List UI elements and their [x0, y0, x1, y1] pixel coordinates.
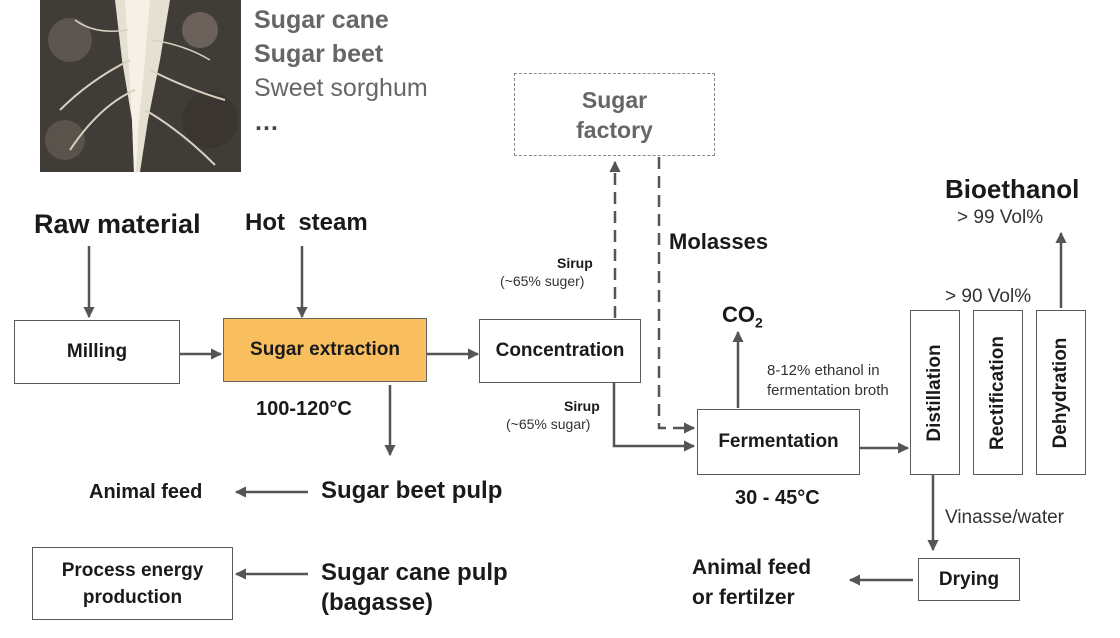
- molasses-label: Molasses: [669, 229, 769, 254]
- distillation-label: Distillation: [924, 343, 945, 442]
- sirup-bottom-label: Sirup: [564, 398, 600, 414]
- bagasse-label: (bagasse): [321, 589, 434, 616]
- crop-sweet-sorghum: Sweet sorghum: [254, 74, 428, 102]
- crop-ellipsis: …: [254, 108, 279, 136]
- fermentation-label: Fermentation: [718, 431, 839, 452]
- dehydration-label: Dehydration: [1050, 337, 1071, 448]
- sirup-bottom-detail: (~65% sugar): [506, 416, 591, 432]
- sugar-factory-line1: Sugar: [581, 86, 648, 113]
- sugar-factory-line2: factory: [576, 116, 653, 143]
- vinasse-label: Vinasse/water: [945, 507, 1064, 528]
- sugar-beet-pulp-label: Sugar beet pulp: [321, 477, 503, 504]
- hot-steam-label: Hot steam: [245, 209, 368, 236]
- dehydration-box: Dehydration: [1036, 310, 1086, 475]
- process-energy-box: Process energy production: [32, 547, 233, 620]
- process-energy-line1: Process energy: [61, 559, 204, 581]
- milling-label: Milling: [66, 341, 128, 362]
- crop-sugar-cane: Sugar cane: [254, 6, 389, 34]
- drying-box: Drying: [918, 558, 1020, 601]
- rectification-label: Rectification: [987, 335, 1008, 450]
- co2-subscript: 2: [755, 314, 763, 331]
- arrow-molasses-to-fermentation: [657, 157, 696, 434]
- concentration-label: Concentration: [495, 340, 625, 361]
- sugar-factory-box: Sugar factory: [514, 73, 715, 156]
- ethanol-broth-line1: 8-12% ethanol in: [767, 362, 880, 379]
- co2-text: CO: [722, 302, 755, 327]
- co2-label: CO2: [722, 302, 763, 330]
- sugar-beet-photo: [40, 0, 241, 172]
- animal-feed-label: Animal feed: [89, 481, 203, 503]
- bioethanol-label: Bioethanol: [945, 174, 1080, 204]
- fermentation-temperature: 30 - 45°C: [735, 487, 820, 509]
- sugar-extraction-label: Sugar extraction: [250, 339, 400, 360]
- sugar-cane-pulp-label: Sugar cane pulp: [321, 559, 508, 586]
- ethanol-broth-line2: fermentation broth: [767, 382, 889, 399]
- concentration-box: Concentration: [479, 319, 641, 383]
- crop-sugar-beet: Sugar beet: [254, 40, 384, 68]
- milling-box: Milling: [14, 320, 180, 384]
- sirup-top-label: Sirup: [557, 255, 593, 271]
- sugar-extraction-box: Sugar extraction: [223, 318, 427, 382]
- sirup-top-detail: (~65% suger): [500, 273, 585, 289]
- raw-material-label: Raw material: [34, 209, 201, 239]
- extraction-temperature: 100-120°C: [256, 398, 352, 420]
- distillation-box: Distillation: [910, 310, 960, 475]
- arrow-concentration-to-fermentation: [612, 383, 696, 452]
- animal-feed-fertilizer-line2: or fertilzer: [692, 586, 795, 609]
- drying-label: Drying: [938, 568, 1000, 590]
- vol99-label: > 99 Vol%: [957, 207, 1044, 228]
- vol90-label: > 90 Vol%: [945, 286, 1032, 307]
- process-energy-line2: production: [82, 586, 183, 608]
- rectification-box: Rectification: [973, 310, 1023, 475]
- animal-feed-fertilizer-line1: Animal feed: [692, 556, 812, 579]
- fermentation-box: Fermentation: [697, 409, 860, 475]
